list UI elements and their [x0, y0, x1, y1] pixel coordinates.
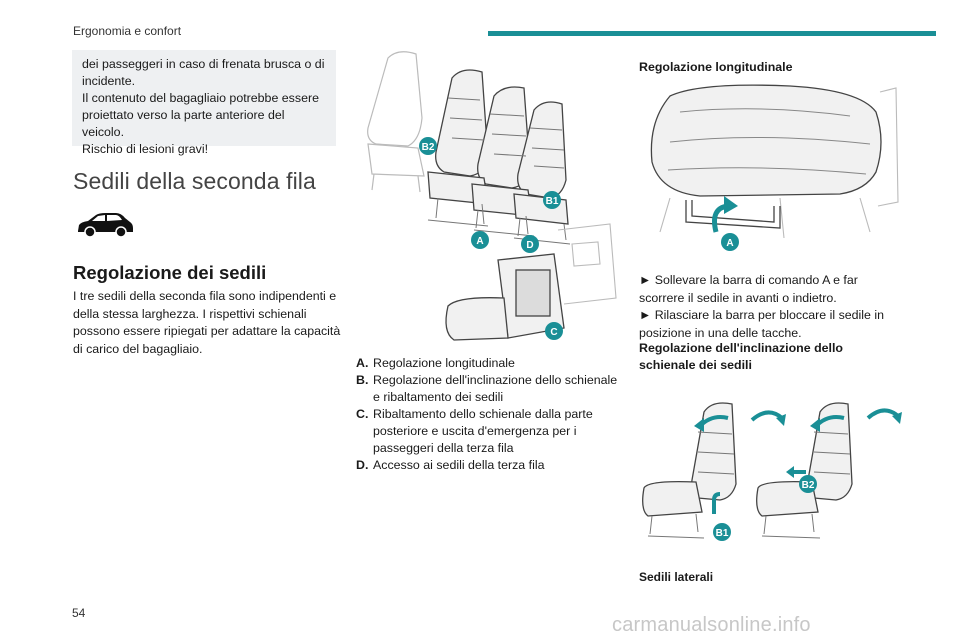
callout-b2-recline: B2 — [799, 475, 817, 493]
body-paragraph: I tre sedili della seconda fila sono ind… — [73, 289, 341, 356]
callout-a: A — [471, 231, 489, 249]
instruction-step: ► Rilasciare la barra per bloccare il se… — [639, 308, 885, 340]
legend-key: A. — [356, 356, 369, 370]
longitudinal-instructions: ► Sollevare la barra di comando A e far … — [639, 272, 901, 342]
callout-b1-recline: B1 — [713, 523, 731, 541]
callout-b2: B2 — [419, 137, 437, 155]
legend-key: C. — [356, 407, 369, 421]
legend-key: D. — [356, 458, 369, 472]
warning-line: Il contenuto del bagagliaio potrebbe ess… — [82, 91, 319, 139]
callout-b1: B1 — [543, 191, 561, 209]
running-header: Ergonomia e confort — [73, 24, 182, 38]
legend-item-b: B. Regolazione dell'inclinazione dello s… — [356, 372, 618, 406]
longitudinal-adjustment-illustration: A — [640, 82, 900, 258]
figure-legend: A. Regolazione longitudinale B. Regolazi… — [356, 355, 618, 474]
instruction-step: ► Sollevare la barra di comando A e far … — [639, 273, 858, 305]
second-row-seats-illustration: B2 B1 A D C — [367, 51, 617, 341]
warning-line: Rischio di lesioni gravi! — [82, 142, 209, 156]
warning-line: dei passeggeri in caso di frenata brusca… — [82, 57, 325, 88]
callout-b1-label: B1 — [546, 196, 559, 207]
legend-key: B. — [356, 373, 369, 387]
legend-text: Accesso ai sedili della terza fila — [373, 458, 545, 472]
callout-a-label: A — [476, 236, 483, 247]
callout-c-label: C — [550, 327, 557, 338]
callout-b2-recline-label: B2 — [802, 480, 815, 491]
page-number: 54 — [72, 606, 86, 620]
warning-box: dei passeggeri in caso di frenata brusca… — [72, 50, 336, 156]
legend-item-c: C. Ribaltamento dello schienale dalla pa… — [356, 406, 618, 457]
legend-text: Ribaltamento dello schienale dalla parte… — [373, 407, 593, 455]
callout-b1-recline-label: B1 — [716, 528, 729, 539]
watermark: carmanualsonline.info — [612, 614, 811, 636]
legend-item-d: D. Accesso ai sedili della terza fila — [356, 457, 618, 474]
header-accent-bar — [488, 31, 936, 36]
recline-caption: Sedili laterali — [639, 570, 714, 584]
callout-b2-label: B2 — [422, 142, 435, 153]
callout-d-label: D — [526, 240, 533, 251]
recline-title: Regolazione dell'inclinazione dello schi… — [639, 341, 843, 372]
callout-d: D — [521, 235, 539, 253]
subsection-title: Regolazione dei sedili — [73, 262, 267, 283]
callout-a-longitudinal-label: A — [726, 238, 733, 249]
legend-item-a: A. Regolazione longitudinale — [356, 355, 618, 372]
longitudinal-title: Regolazione longitudinale — [639, 60, 793, 74]
callout-a-longitudinal: A — [721, 233, 739, 251]
legend-text: Regolazione longitudinale — [373, 356, 515, 370]
car-suv-icon — [78, 213, 133, 238]
recline-adjustment-illustration: B1 B2 — [642, 402, 902, 541]
section-title: Sedili della seconda fila — [73, 168, 316, 194]
legend-text: Regolazione dell'inclinazione dello schi… — [373, 373, 618, 404]
callout-c: C — [545, 322, 563, 340]
